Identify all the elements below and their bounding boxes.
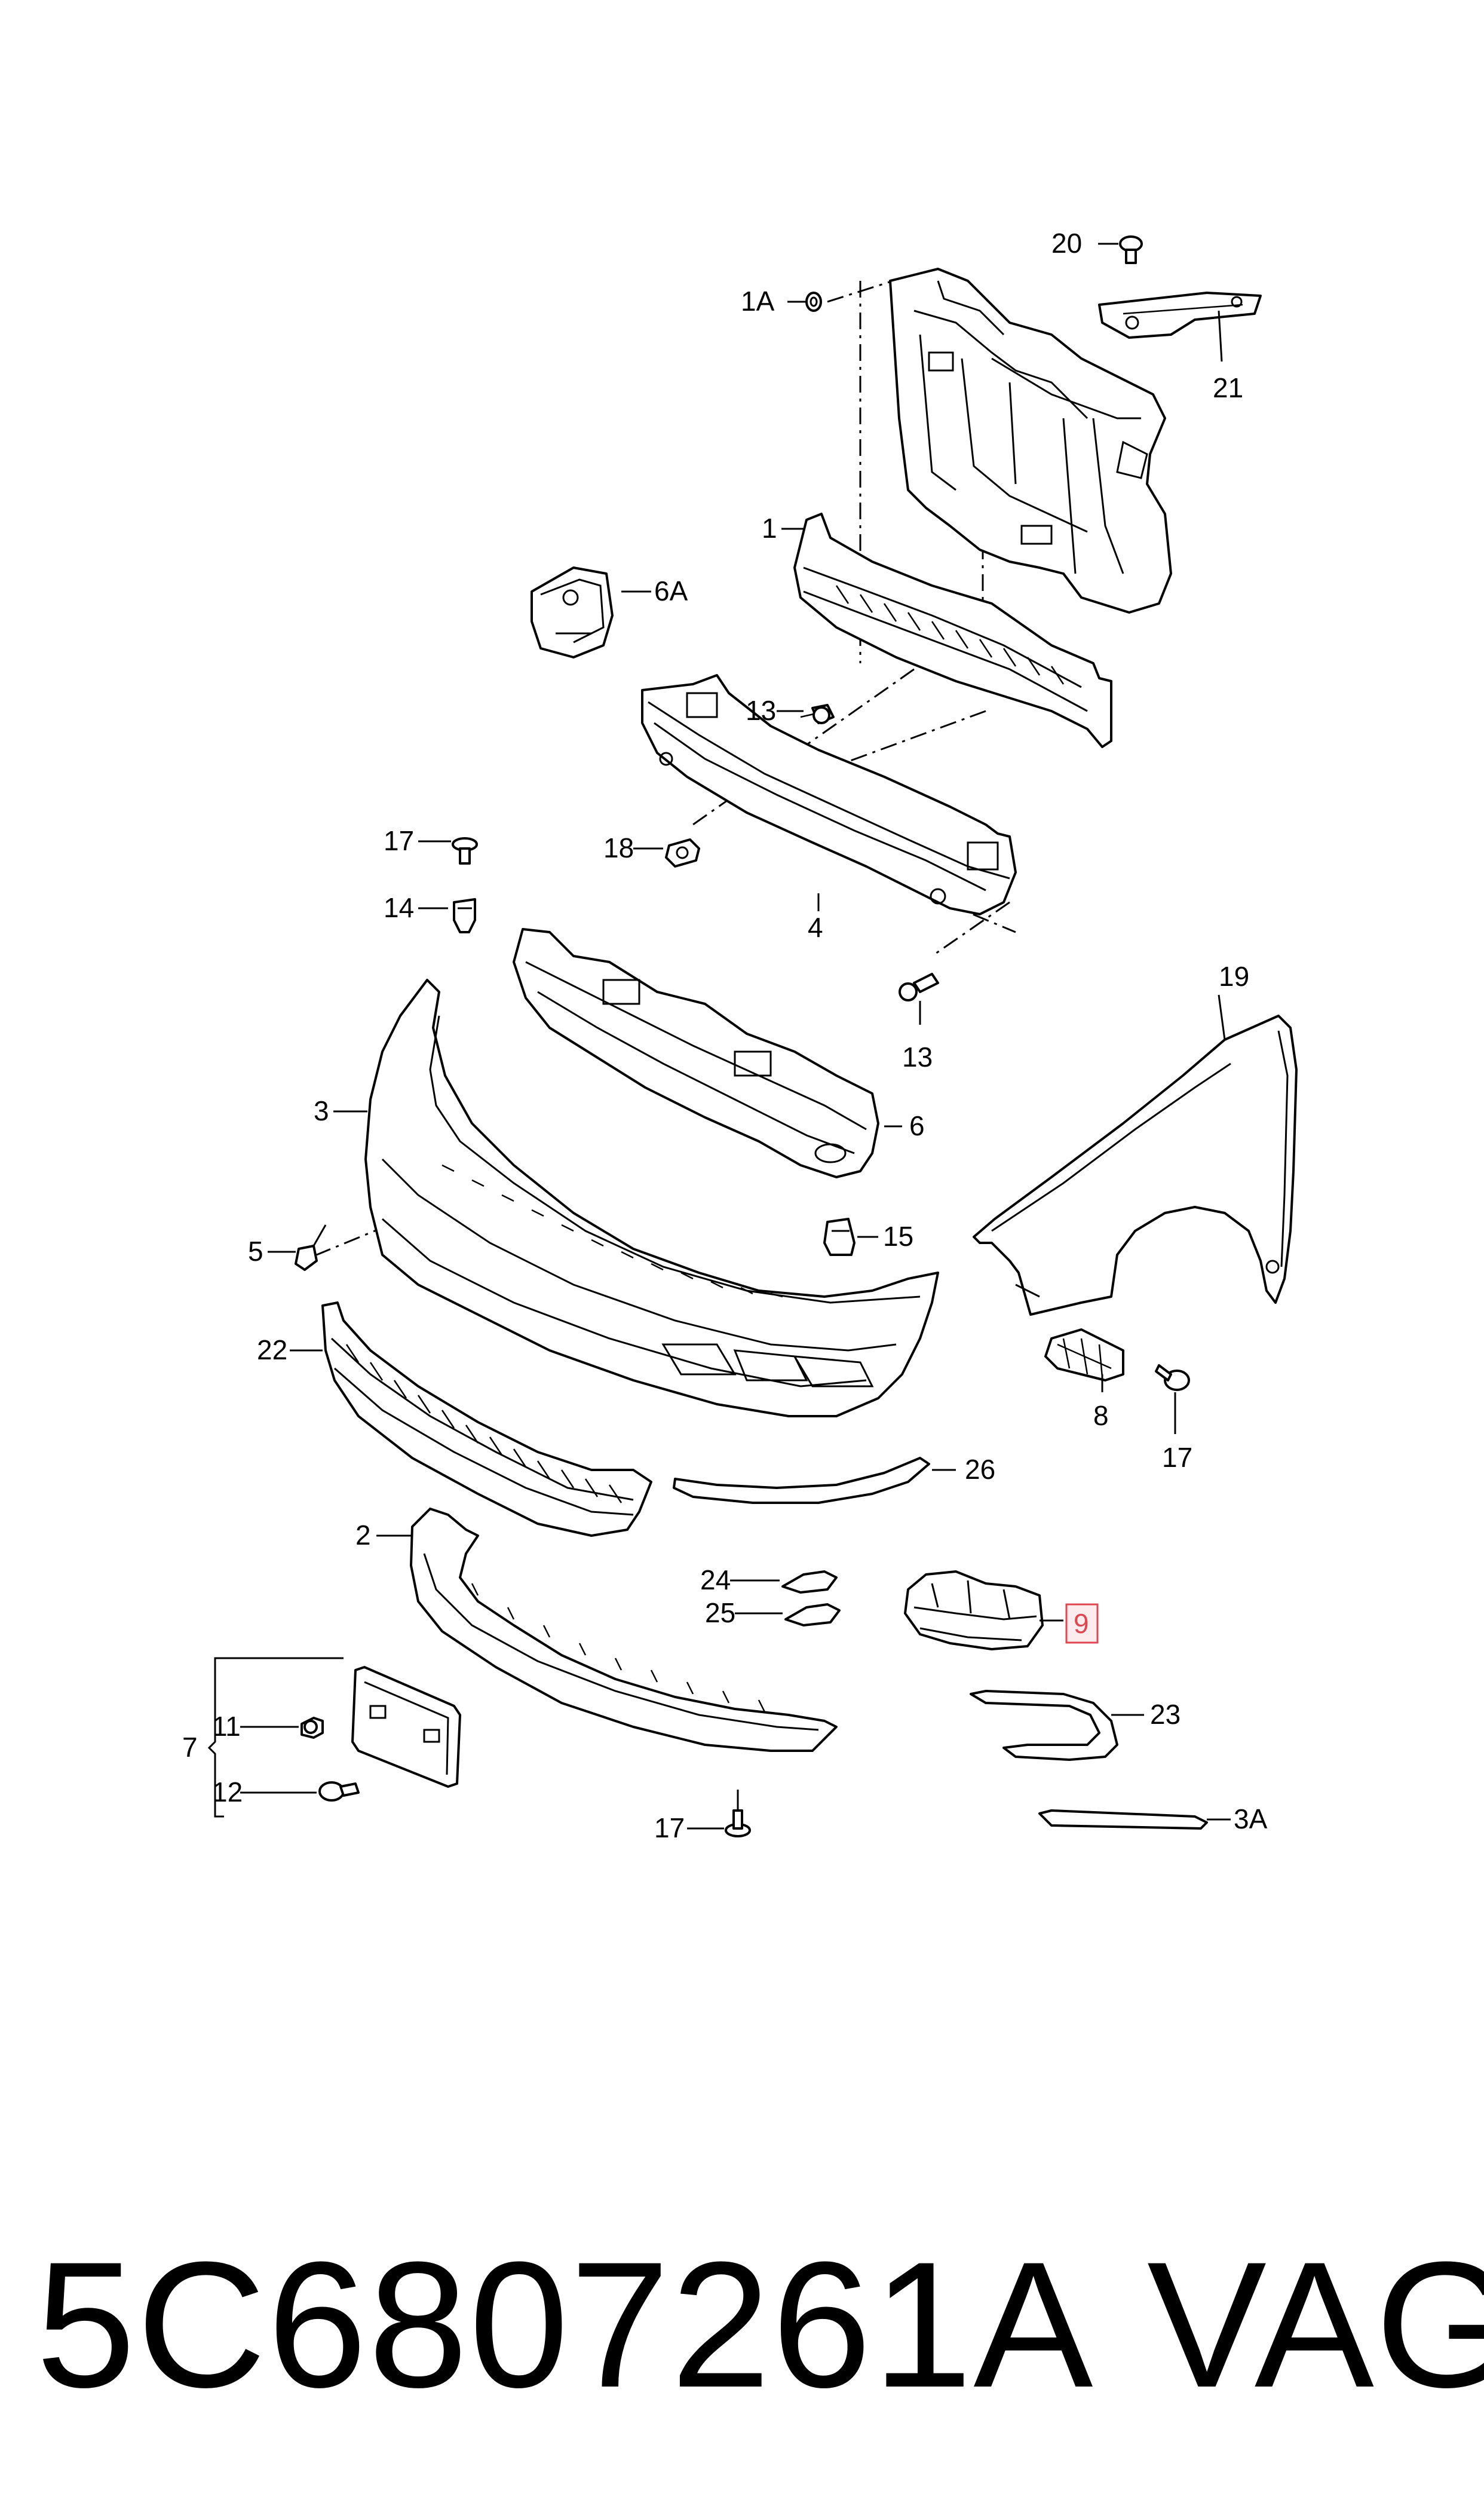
part-22-lower-grille	[321, 1301, 652, 1537]
label-19: 19	[1219, 961, 1249, 992]
label-9: 9	[1074, 1608, 1089, 1639]
label-1: 1	[762, 513, 777, 544]
label-9-highlight-box	[1065, 1603, 1099, 1644]
label-18: 18	[603, 832, 634, 863]
part-17-clip-left	[452, 837, 478, 865]
label-17-right: 17	[1162, 1442, 1192, 1473]
part-14-clip-nut	[453, 898, 476, 933]
label-14: 14	[384, 892, 414, 923]
part-26-trim-molding	[673, 1457, 930, 1504]
part-19-fender	[973, 1015, 1298, 1316]
part-13-bolt-lower	[899, 973, 939, 1001]
part-15-clip	[823, 1218, 856, 1256]
part-9-bracket	[904, 1570, 1044, 1650]
part-21-bracket	[1098, 292, 1262, 339]
label-21: 21	[1213, 372, 1243, 403]
footer-caption: 5C6807261A VAG	[36, 2211, 1484, 2438]
part-6a-bracket	[531, 566, 614, 658]
part-13-bolt-upper	[800, 704, 835, 724]
part-17-screw-right	[1155, 1364, 1190, 1391]
part-18-nut	[665, 838, 700, 868]
label-3: 3	[314, 1095, 329, 1126]
part-3-bumper-cover	[364, 979, 939, 1417]
part-12-screw	[318, 1781, 360, 1802]
label-2: 2	[355, 1520, 371, 1551]
part-number: 5C6807261A	[36, 2224, 1094, 2425]
label-23: 23	[1150, 1699, 1181, 1730]
part-7-plate-bracket	[351, 1666, 461, 1788]
part-2-spoiler	[410, 1508, 838, 1752]
label-6: 6	[909, 1110, 925, 1141]
part-1-crossmember	[793, 513, 1112, 748]
part-6-energy-absorber	[513, 928, 879, 1178]
label-11: 11	[212, 1711, 241, 1742]
part-23-trim-strip	[970, 1690, 1118, 1761]
label-8: 8	[1093, 1400, 1109, 1431]
label-13-lower: 13	[902, 1041, 933, 1073]
label-7: 7	[182, 1732, 198, 1763]
part-25-cap	[784, 1603, 841, 1626]
label-25: 25	[705, 1597, 735, 1628]
part-24-cap	[781, 1570, 838, 1594]
part-4-reinforcement	[641, 674, 1017, 915]
label-20: 20	[1051, 228, 1082, 259]
label-12: 12	[212, 1776, 243, 1808]
part-8-guide-bracket	[1044, 1328, 1124, 1381]
part-17-screw-bottom	[725, 1809, 751, 1837]
label-22: 22	[257, 1334, 287, 1365]
part-1a-washer	[805, 292, 822, 312]
lock-carrier-front-end	[889, 268, 1172, 614]
part-5-bracket	[295, 1224, 327, 1271]
label-1a: 1A	[741, 286, 775, 317]
label-17-bottom: 17	[654, 1812, 685, 1843]
part-3a-strip	[1038, 1809, 1208, 1830]
leader-lines	[240, 243, 1231, 1830]
brand-name: VAG	[1147, 2224, 1484, 2425]
label-4: 4	[808, 912, 823, 943]
part-20-bolt	[1119, 235, 1143, 264]
label-3a: 3A	[1234, 1803, 1268, 1834]
label-5: 5	[248, 1236, 263, 1267]
label-26: 26	[965, 1454, 995, 1485]
label-13-upper: 13	[746, 695, 776, 726]
label-6a: 6A	[654, 575, 688, 606]
label-17-left: 17	[384, 825, 414, 856]
label-15: 15	[883, 1221, 913, 1252]
part-11-clip	[301, 1717, 324, 1739]
label-24: 24	[700, 1564, 731, 1595]
callout-labels: 1A 20 21 1 6A 13 18 4 17 14 13 19 3 6 15…	[182, 228, 1268, 1843]
